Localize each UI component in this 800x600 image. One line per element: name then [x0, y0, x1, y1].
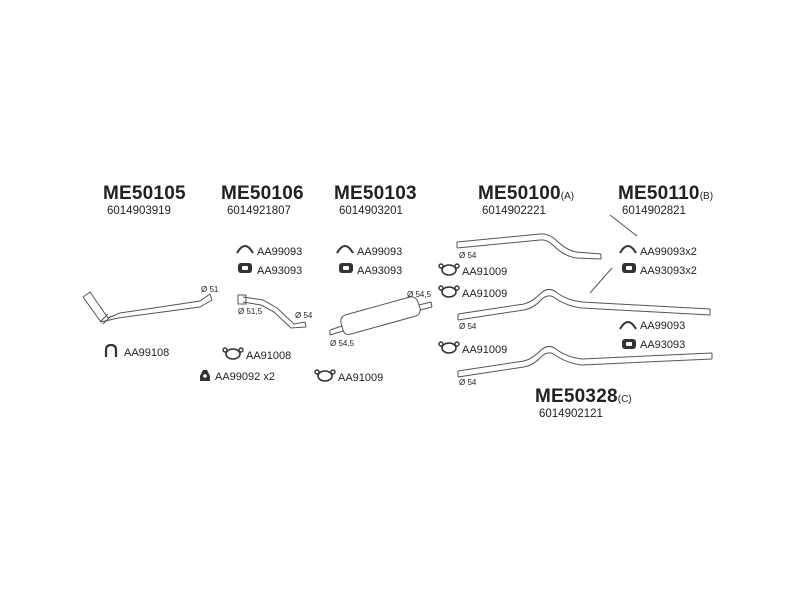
pipe-clamp-icon [314, 369, 336, 382]
tail-pipe-a [456, 233, 602, 260]
arch-hanger-icon [619, 321, 637, 330]
diameter-label: Ø 54,5 [330, 339, 355, 348]
arch-hanger-icon [619, 245, 637, 254]
pipe-clamp-icon [438, 263, 460, 276]
group-suffix: (A) [560, 191, 575, 202]
pipe-flange [99, 313, 112, 325]
group-code: ME50105 [103, 183, 186, 204]
diameter-label: Ø 51,5 [238, 307, 263, 316]
part-number: AA93093 [640, 339, 686, 351]
oem-number: 6014902821 [622, 205, 686, 217]
group-code: ME50103 [334, 183, 417, 204]
part-number: AA99108 [124, 347, 170, 359]
part-number: AA99093 [640, 320, 686, 332]
oem-number: 6014902221 [482, 205, 546, 217]
arch-hanger-icon [236, 245, 254, 254]
part-number: AA99093x2 [640, 246, 697, 258]
group-code: ME50100 [478, 183, 561, 204]
part-number: AA99092 x2 [215, 371, 275, 383]
rubber-mount-icon [622, 339, 636, 349]
leader-line [589, 267, 613, 294]
part-number: AA91009 [462, 288, 508, 300]
rubber-mount-icon [238, 263, 252, 273]
group-me50110: ME50110(B) 6014902821 [618, 183, 713, 217]
tail-pipe-b [457, 288, 711, 321]
pipe-sleeve [237, 294, 247, 305]
bracket-icon [200, 370, 210, 381]
group-me50103: ME50103 6014903201 [334, 183, 417, 217]
part-number: AA91009 [338, 372, 384, 384]
part-number: AA93093 [257, 265, 303, 277]
oem-number: 6014903201 [339, 205, 403, 217]
part-number: AA91009 [462, 266, 508, 278]
group-me50100: ME50100(A) 6014902221 [478, 183, 574, 217]
group-code: ME50328 [535, 386, 618, 407]
diameter-label: Ø 54,5 [407, 290, 432, 299]
muffler-outlet-pipe [418, 301, 433, 311]
oem-number: 6014902121 [539, 408, 603, 420]
intermediate-pipe [242, 296, 307, 329]
rubber-mount-icon [339, 263, 353, 273]
oem-number: 6014903919 [107, 205, 171, 217]
part-number: AA93093 [357, 265, 403, 277]
part-number: AA91009 [462, 344, 508, 356]
diameter-label: Ø 51 [201, 285, 219, 294]
group-me50106: ME50106 6014921807 [221, 183, 304, 217]
arch-hanger-icon [336, 245, 354, 254]
muffler-body [340, 296, 421, 335]
leader-line [609, 214, 638, 237]
pipe-clamp-icon [438, 341, 460, 354]
front-pipe [82, 291, 213, 323]
tail-pipe-c [457, 345, 713, 378]
group-me50328: ME50328(C) 6014902121 [535, 386, 632, 420]
pipe-clamp-icon [438, 285, 460, 298]
group-me50105: ME50105 6014903919 [103, 183, 186, 217]
oem-number: 6014921807 [227, 205, 291, 217]
rubber-mount-icon [622, 263, 636, 273]
group-code: ME50106 [221, 183, 304, 204]
part-number: AA91008 [246, 350, 292, 362]
group-suffix: (C) [617, 394, 632, 405]
part-number: AA93093x2 [640, 265, 697, 277]
diameter-label: Ø 54 [459, 322, 477, 331]
diameter-label: Ø 54 [459, 251, 477, 260]
part-number: AA99093 [257, 246, 303, 258]
diameter-label: Ø 54 [295, 311, 313, 320]
diameter-label: Ø 54 [459, 378, 477, 387]
u-bolt-icon [104, 344, 118, 357]
group-code: ME50110 [618, 183, 700, 204]
pipe-clamp-icon [222, 347, 244, 360]
muffler-inlet-pipe [329, 325, 344, 336]
group-suffix: (B) [699, 191, 714, 202]
part-number: AA99093 [357, 246, 403, 258]
